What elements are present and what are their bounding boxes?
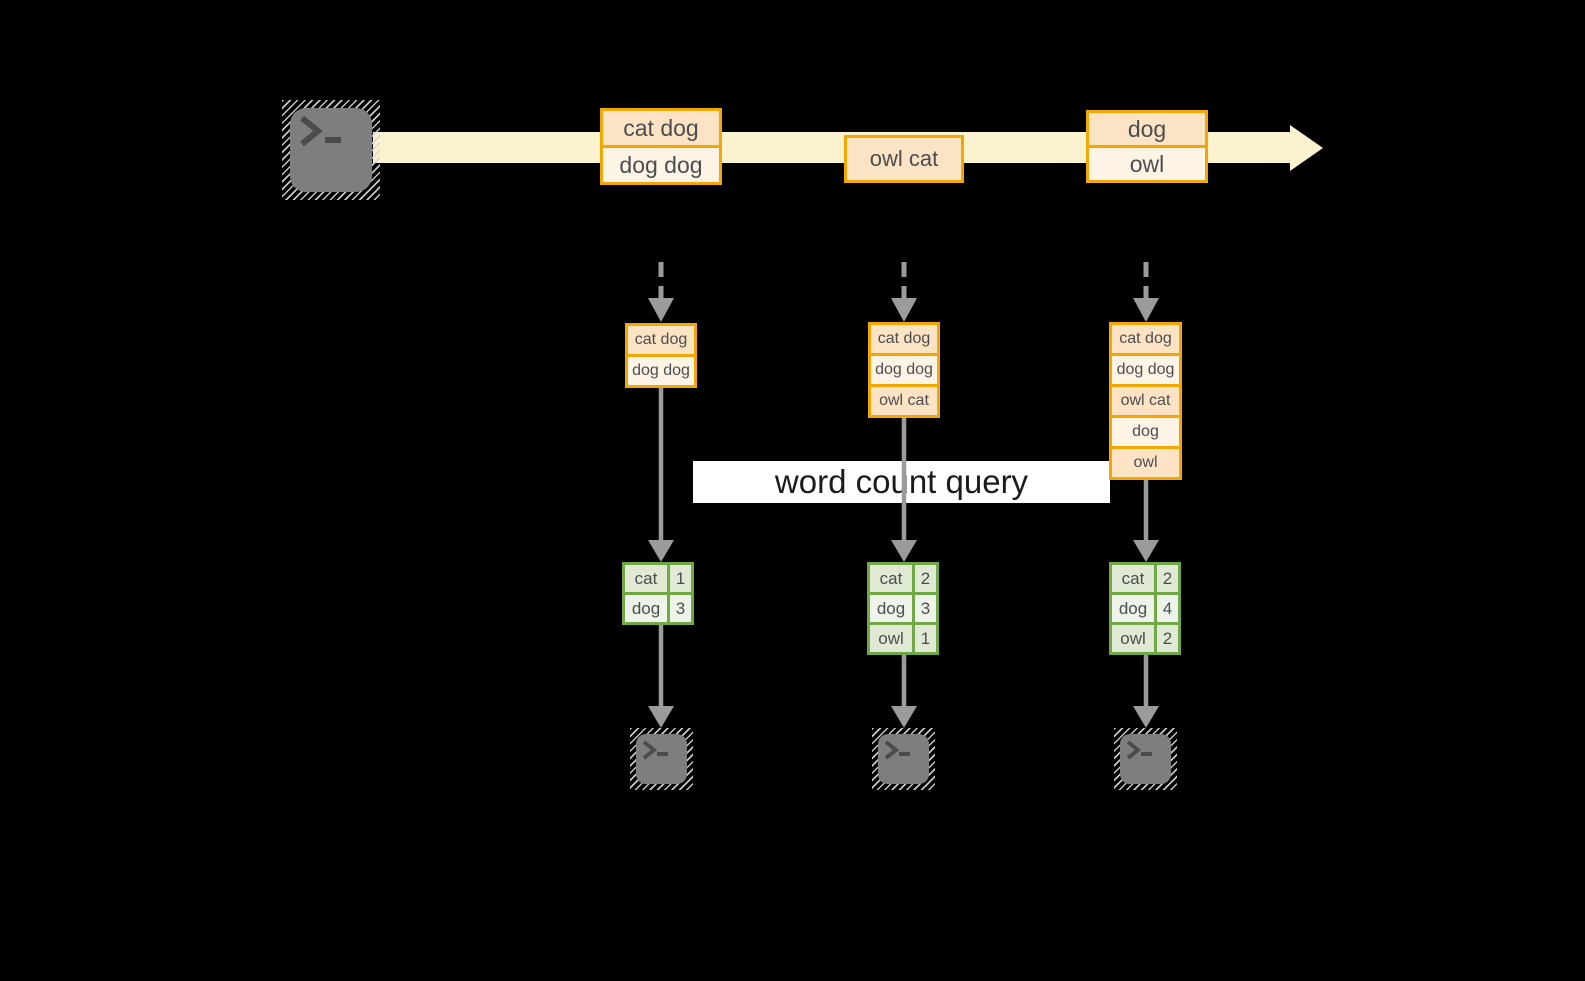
count-cell: 2 xyxy=(912,562,939,595)
word-cell: owl xyxy=(1109,622,1157,655)
count-cell: 3 xyxy=(667,592,694,625)
query-arrow-1 xyxy=(648,386,674,562)
count-cell: 3 xyxy=(912,592,939,625)
count-cell: 2 xyxy=(1154,622,1181,655)
window-dashed-arrow-3 xyxy=(1133,262,1159,322)
word-cell: cat xyxy=(1109,562,1157,595)
record-window-2: cat dog dog dog owl cat xyxy=(868,322,940,418)
table-row: cat 1 xyxy=(622,562,694,595)
table-row: owl 1 xyxy=(867,622,939,655)
result-arrow-1 xyxy=(648,623,674,728)
stream-event-1: cat dog dog dog xyxy=(600,108,722,185)
sink-terminal-icon-2 xyxy=(872,728,935,790)
record-window-3: cat dog dog dog owl cat dog owl xyxy=(1109,322,1182,480)
terminal-screen xyxy=(290,108,372,192)
window-dashed-arrow-2 xyxy=(891,262,917,322)
terminal-prompt-glyph-icon xyxy=(884,740,910,760)
record-window-1: cat dog dog dog xyxy=(625,323,697,388)
window-record: cat dog xyxy=(625,323,697,357)
table-row: dog 3 xyxy=(867,592,939,625)
result-arrow-2 xyxy=(891,653,917,728)
count-table-2: cat 2 dog 3 owl 1 xyxy=(867,562,939,655)
window-record: dog xyxy=(1109,415,1182,449)
count-table-3: cat 2 dog 4 owl 2 xyxy=(1109,562,1181,655)
window-record: dog dog xyxy=(1109,353,1182,387)
query-label: word count query xyxy=(774,463,1029,500)
count-cell: 2 xyxy=(1154,562,1181,595)
terminal-screen xyxy=(636,734,687,784)
sink-terminal-icon-3 xyxy=(1114,728,1177,790)
terminal-prompt-glyph-icon xyxy=(1126,740,1152,760)
window-record: cat dog xyxy=(868,322,940,356)
result-arrow-3 xyxy=(1133,653,1159,728)
table-row: dog 4 xyxy=(1109,592,1181,625)
table-row: owl 2 xyxy=(1109,622,1181,655)
sink-terminal-icon-1 xyxy=(630,728,693,790)
table-row: cat 2 xyxy=(1109,562,1181,595)
terminal-screen xyxy=(878,734,929,784)
word-cell: cat xyxy=(867,562,915,595)
window-record: owl xyxy=(1109,446,1182,480)
stream-record: cat dog xyxy=(600,108,722,148)
table-row: dog 3 xyxy=(622,592,694,625)
count-table-1: cat 1 dog 3 xyxy=(622,562,694,625)
terminal-prompt-glyph-icon xyxy=(642,740,668,760)
window-dashed-arrow-1 xyxy=(648,262,674,322)
word-cell: cat xyxy=(622,562,670,595)
stream-record: owl xyxy=(1086,145,1208,183)
stream-event-2: owl cat xyxy=(844,135,964,183)
stream-record: owl cat xyxy=(844,135,964,183)
terminal-screen xyxy=(1120,734,1171,784)
word-cell: dog xyxy=(622,592,670,625)
query-banner: word count query xyxy=(693,461,1110,503)
stream-record: dog xyxy=(1086,110,1208,148)
window-record: dog dog xyxy=(868,353,940,387)
stream-event-3: dog owl xyxy=(1086,110,1208,183)
stream-record: dog dog xyxy=(600,145,722,185)
count-cell: 1 xyxy=(667,562,694,595)
query-arrow-2 xyxy=(891,416,917,562)
table-row: cat 2 xyxy=(867,562,939,595)
window-record: owl cat xyxy=(868,384,940,418)
source-terminal-icon xyxy=(282,100,380,200)
query-arrow-3 xyxy=(1133,478,1159,562)
window-record: owl cat xyxy=(1109,384,1182,418)
stream-arrowhead-icon xyxy=(1290,125,1323,171)
window-record: cat dog xyxy=(1109,322,1182,356)
window-record: dog dog xyxy=(625,354,697,388)
word-cell: dog xyxy=(867,592,915,625)
word-cell: dog xyxy=(1109,592,1157,625)
count-cell: 1 xyxy=(912,622,939,655)
terminal-prompt-glyph-icon xyxy=(300,116,341,147)
word-cell: owl xyxy=(867,622,915,655)
count-cell: 4 xyxy=(1154,592,1181,625)
